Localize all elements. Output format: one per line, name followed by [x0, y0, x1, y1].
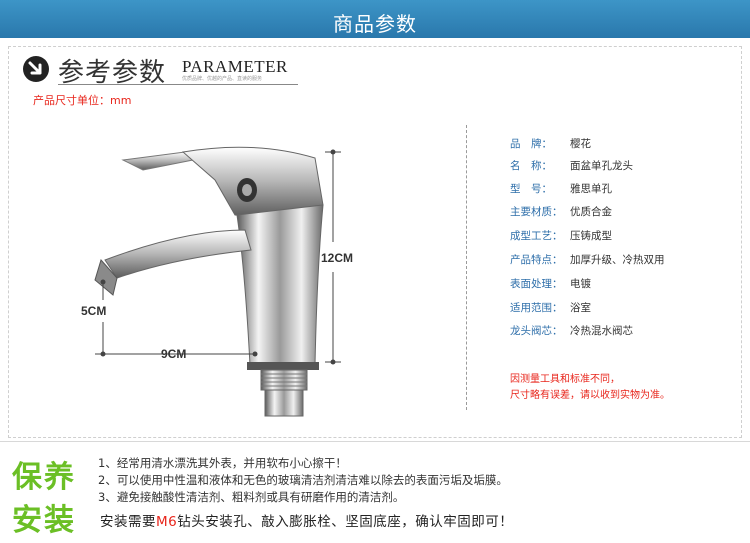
drill-size: M6 — [156, 514, 178, 530]
faucet-illustration: 12CM 5CM 9CM — [81, 146, 353, 417]
dimension-height-label: 12CM — [321, 251, 353, 265]
spec-row-usage: 适用范围：浴室 — [510, 302, 591, 314]
spec-row-finish: 表面处理：电镀 — [510, 278, 591, 290]
install-instructions: 安装需要M6钻头安装孔、敲入膨胀栓、坚固底座，确认牢固即可！ — [100, 514, 514, 530]
install-title: 安装 — [12, 503, 76, 538]
section-title-en: PARAMETER — [182, 57, 288, 76]
arrow-circle-icon — [23, 56, 49, 82]
banner-title: 商品参数 — [333, 12, 417, 36]
care-line-2: 2、可以使用中性温和液体和无色的玻璃清洁剂清洁难以除去的表面污垢及垢膜。 — [98, 473, 508, 487]
care-line-1: 1、经常用清水漂洗其外表，并用软布小心擦干！ — [98, 456, 347, 470]
header-banner: 商品参数 — [0, 0, 750, 38]
measurement-note-1: 因测量工具和标准不同， — [510, 374, 620, 385]
size-unit-label: 产品尺寸单位：mm — [33, 94, 132, 107]
spec-row-process: 成型工艺：压铸成型 — [510, 230, 612, 242]
spec-row-material: 主要材质：优质合金 — [510, 206, 612, 218]
spec-row-model: 型 号：雅思单孔 — [510, 183, 612, 195]
spec-row-features: 产品特点：加厚升级、冷热双用 — [510, 254, 665, 266]
spec-row-cartridge: 龙头阀芯：冷热混水阀芯 — [510, 325, 633, 337]
content-frame — [8, 46, 742, 438]
footer-divider — [0, 441, 750, 442]
dimension-reach-label: 9CM — [161, 347, 186, 361]
heading-underline — [58, 84, 298, 85]
spec-row-name: 名 称：面盆单孔龙头 — [510, 160, 633, 172]
care-line-3: 3、避免接触酸性清洁剂、粗料剂或具有研磨作用的清洁剂。 — [98, 490, 405, 504]
section-title-cn: 参考参数 — [58, 58, 167, 88]
spec-row-brand: 品 牌：樱花 — [510, 138, 591, 150]
measurement-note-2: 尺寸略有误差，请以收到实物为准。 — [510, 390, 670, 401]
care-title: 保养 — [12, 460, 76, 495]
section-subtitle: 优质品牌、优越的产品、直读的服务 — [182, 76, 263, 82]
dimension-spout-label: 5CM — [81, 304, 106, 318]
spec-divider — [466, 125, 467, 410]
